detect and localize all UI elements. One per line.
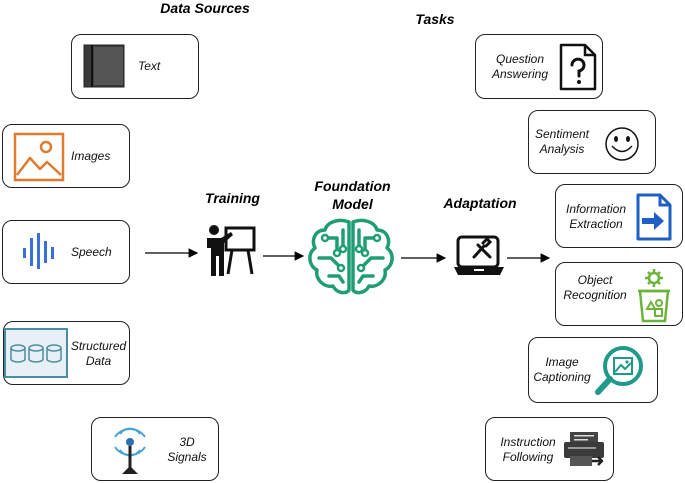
tasks-heading: Tasks <box>415 11 455 27</box>
qa-label-line2: Answering <box>491 67 549 81</box>
task-sentiment-label: Sentiment Analysis <box>529 127 595 157</box>
object-label-line2: Recognition <box>563 288 627 302</box>
smiley-icon <box>605 127 639 161</box>
task-image-captioning-box: Image Captioning <box>528 337 658 403</box>
foundation-model-line2: Model <box>332 196 373 212</box>
source-text-label: Text <box>138 59 161 73</box>
brain-circuit-icon <box>308 218 394 295</box>
source-structured-box: Structured Data <box>3 321 130 385</box>
task-object-recognition-label: Object Recognition <box>556 273 634 303</box>
adaptation-heading: Adaptation <box>443 195 517 211</box>
laptop-tools-icon <box>454 235 504 275</box>
data-sources-heading: Data Sources <box>160 0 250 16</box>
instruction-label-line2: Following <box>502 450 554 464</box>
task-qa-box: Question Answering <box>475 34 603 99</box>
sentiment-label-line1: Sentiment <box>534 127 590 141</box>
qa-label-line1: Question <box>495 52 545 66</box>
training-heading: Training <box>205 190 260 206</box>
signals-label-line2: Signals <box>167 450 207 464</box>
structured-label-line1: Structured <box>70 339 127 353</box>
foundation-model-line1: Foundation <box>314 178 391 194</box>
document-arrow-icon <box>636 193 672 241</box>
source-images-label: Images <box>71 149 111 163</box>
image-icon <box>13 132 65 182</box>
task-instruction-following-box: Instruction Following <box>485 417 614 481</box>
sentiment-label-line2: Analysis <box>539 142 585 156</box>
captioning-label-line2: Captioning <box>533 370 591 384</box>
task-image-captioning-label: Image Captioning <box>529 355 595 385</box>
info-label-line2: Extraction <box>569 217 623 231</box>
task-qa-label: Question Answering <box>480 52 560 82</box>
captioning-label-line1: Image <box>545 355 579 369</box>
database-icon <box>4 328 68 378</box>
source-images-box: Images <box>2 124 130 188</box>
antenna-icon <box>114 427 146 474</box>
waveform-icon <box>23 233 54 269</box>
source-3d-signals-label: 3D Signals <box>162 435 212 465</box>
task-instruction-following-label: Instruction Following <box>492 435 564 465</box>
instruction-label-line1: Instruction <box>500 435 556 449</box>
source-3d-signals-box: 3D Signals <box>91 417 219 481</box>
task-info-extraction-label: Information Extraction <box>558 202 634 232</box>
task-object-recognition-box: Object Recognition <box>555 262 683 326</box>
source-speech-box: Speech <box>2 220 130 284</box>
structured-label-line2: Data <box>85 354 112 368</box>
foundation-model-heading: Foundation Model <box>300 177 405 213</box>
task-sentiment-box: Sentiment Analysis <box>528 110 656 174</box>
recycle-bin-icon <box>638 269 670 323</box>
signals-label-line1: 3D <box>179 435 195 449</box>
object-label-line1: Object <box>577 273 613 287</box>
task-info-extraction-box: Information Extraction <box>555 184 683 248</box>
source-text-box: Text <box>71 34 199 99</box>
source-structured-label: Structured Data <box>66 339 131 369</box>
magnifier-image-icon <box>595 346 643 395</box>
question-document-icon <box>559 43 597 91</box>
source-speech-label: Speech <box>71 245 112 259</box>
info-label-line1: Information <box>565 202 627 216</box>
presenter-icon <box>207 225 256 276</box>
book-icon <box>83 44 125 88</box>
printer-icon <box>564 432 604 466</box>
